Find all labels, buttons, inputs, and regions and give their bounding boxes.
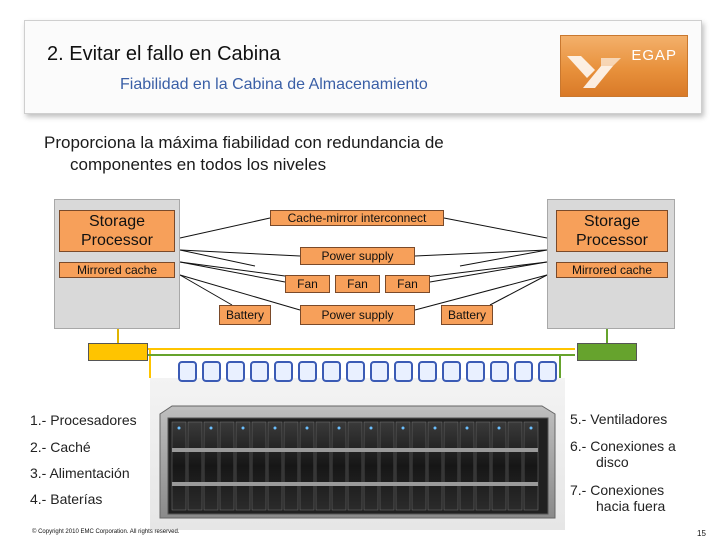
list-item-alimentacion: 3.- Alimentación [30, 465, 130, 481]
disk-icon [298, 361, 317, 382]
sp-left-title-line2: Processor [80, 232, 154, 249]
list-item-ventiladores-line1: 5.- Ventiladores [570, 411, 668, 427]
storage-processor-right: Storage Processor Mirrored cache [547, 199, 675, 329]
power-supply-top: Power supply [300, 247, 415, 265]
sp-right-title-line1: Storage [583, 213, 641, 230]
intro-line-1: Proporciona la máxima fiabilidad con red… [44, 133, 444, 152]
sp-right-title: Storage Processor [556, 210, 668, 252]
list-item-conexiones-disco: 6.- Conexiones a disco [570, 438, 676, 470]
slide-subtitle: Fiabilidad en la Cabina de Almacenamient… [120, 76, 428, 93]
list-item-conexiones-fuera-line2: hacia fuera [596, 498, 666, 514]
sp-left-title: Storage Processor [59, 210, 175, 252]
list-item-procesadores: 1.- Procesadores [30, 412, 137, 428]
power-supply-bottom: Power supply [300, 305, 415, 325]
logo-mark-icon [567, 56, 621, 88]
storage-processor-left: Storage Processor Mirrored cache [54, 199, 180, 329]
intro-text: Proporciona la máxima fiabilidad con red… [44, 132, 564, 176]
disk-icon [442, 361, 461, 382]
disk-icon [394, 361, 413, 382]
disk-enclosure-drawing [159, 405, 556, 519]
list-item-conexiones-fuera: 7.- Conexiones hacia fuera [570, 482, 665, 514]
battery-right: Battery [441, 305, 493, 325]
link-connector-yellow [88, 343, 148, 361]
list-item-baterias: 4.- Baterías [30, 491, 103, 507]
header-box: 2. Evitar el fallo en Cabina Fiabilidad … [24, 20, 702, 114]
slide-title: 2. Evitar el fallo en Cabina [47, 43, 281, 65]
list-item-cache: 2.- Caché [30, 439, 91, 455]
egap-logo: EGAP [560, 35, 688, 97]
disk-icon [346, 361, 365, 382]
fan-3: Fan [385, 275, 430, 293]
fan-1: Fan [285, 275, 330, 293]
sp-left-cache: Mirrored cache [59, 262, 175, 278]
list-item-conexiones-disco-line1: 6.- Conexiones a [570, 438, 676, 454]
copyright-text: © Copyright 2010 EMC Corporation. All ri… [32, 529, 180, 535]
disk-icon [514, 361, 533, 382]
sp-right-cache: Mirrored cache [556, 262, 668, 278]
battery-left: Battery [219, 305, 271, 325]
sp-left-title-line1: Storage [88, 213, 146, 230]
disk-icon [202, 361, 221, 382]
disk-icon [466, 361, 485, 382]
list-item-conexiones-disco-line2: disco [596, 454, 629, 470]
storage-enclosure-image [150, 378, 565, 530]
disk-icon [538, 361, 557, 382]
disk-icon [250, 361, 269, 382]
page-number: 15 [697, 529, 706, 538]
list-item-ventiladores: 5.- Ventiladores [570, 411, 667, 427]
disk-icon [322, 361, 341, 382]
cache-mirror-interconnect: Cache-mirror interconnect [270, 210, 444, 226]
fan-2: Fan [335, 275, 380, 293]
disk-icon [274, 361, 293, 382]
link-connector-green [577, 343, 637, 361]
disk-icon [226, 361, 245, 382]
disk-icon [370, 361, 389, 382]
logo-text: EGAP [631, 47, 677, 64]
list-item-conexiones-fuera-line1: 7.- Conexiones [570, 482, 665, 498]
disk-icon [178, 361, 197, 382]
disk-icon [490, 361, 509, 382]
intro-line-2: componentes en todos los niveles [70, 155, 327, 174]
disk-icon [418, 361, 437, 382]
sp-right-title-line2: Processor [575, 232, 649, 249]
